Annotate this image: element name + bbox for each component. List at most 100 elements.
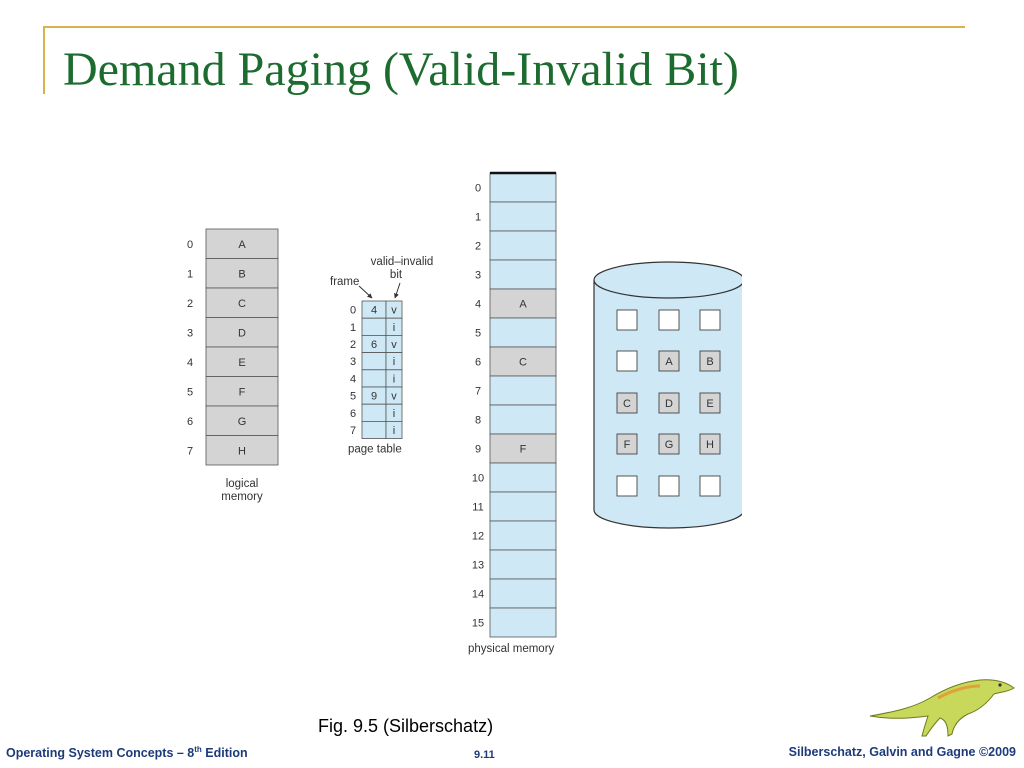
- physical-frame-cell: [489, 462, 557, 493]
- page-table-bit-cell: [385, 420, 403, 439]
- logical-page-label: H: [238, 445, 246, 457]
- physical-frame-index: 2: [475, 241, 481, 253]
- logical-page-cell: [205, 287, 279, 318]
- physical-frame-index: 7: [475, 386, 481, 398]
- physical-frame-label: A: [519, 299, 527, 311]
- page-table-index: 1: [350, 322, 356, 334]
- physical-frame-cell: [489, 375, 557, 406]
- physical-frame-cell: [489, 230, 557, 261]
- disk-block: [616, 350, 638, 372]
- physical-frame-index: 6: [475, 357, 481, 369]
- disk-block-label: B: [706, 356, 713, 368]
- physical-frame-index: 13: [472, 560, 484, 572]
- physical-frame-cell: [489, 404, 557, 435]
- logical-page-index: 7: [187, 445, 193, 457]
- physical-frame-cell: [489, 259, 557, 290]
- page-table-frame-cell: [361, 317, 387, 336]
- disk-block: [616, 392, 638, 414]
- logical-page-label: G: [238, 416, 247, 428]
- physical-frame-cell: [489, 288, 557, 319]
- title-rule-left: [43, 26, 45, 94]
- dinosaur-logo: [869, 679, 1015, 737]
- disk-block-label: C: [623, 398, 631, 410]
- logical-page-cell: [205, 258, 279, 289]
- disk-block: [658, 350, 680, 372]
- logical-memory-label: logical: [226, 478, 259, 490]
- logical-page-label: D: [238, 327, 246, 339]
- disk-block: [616, 475, 638, 497]
- footer-book-title-sup: th: [194, 745, 202, 754]
- page-table-index: 4: [350, 373, 356, 385]
- logical-page-cell: [205, 317, 279, 348]
- physical-frame-cell: [489, 433, 557, 464]
- disk-block-label: D: [665, 398, 673, 410]
- physical-frame-index: 9: [475, 444, 481, 456]
- physical-frame-index: 4: [475, 299, 481, 311]
- logical-page-label: A: [238, 239, 246, 251]
- physical-frame-cell: [489, 491, 557, 522]
- physical-frame-cell: [489, 549, 557, 580]
- disk-block-label: G: [665, 439, 674, 451]
- physical-frame-index: 12: [472, 531, 484, 543]
- physical-frame-index: 15: [472, 618, 484, 630]
- disk-block: [699, 433, 721, 455]
- physical-frame-cell: [489, 607, 557, 638]
- disk-cylinder-top: [593, 261, 742, 299]
- frame-arrow: [358, 285, 373, 299]
- footer-copyright: Silberschatz, Galvin and Gagne ©2009: [788, 745, 1016, 759]
- disk-block: [699, 309, 721, 331]
- page-table-bit-value: i: [393, 322, 395, 334]
- page-table-frame-cell: [361, 352, 387, 371]
- logical-page-index: 0: [187, 239, 193, 251]
- logical-page-cell: [205, 376, 279, 407]
- page-table-index: 7: [350, 425, 356, 437]
- page-table-bit-value: i: [393, 425, 395, 437]
- disk-block: [658, 392, 680, 414]
- physical-frame-index: 8: [475, 415, 481, 427]
- physical-frame-cell: [489, 172, 557, 203]
- logical-page-label: F: [239, 386, 246, 398]
- frame-label: frame: [330, 276, 359, 288]
- logical-page-index: 3: [187, 327, 193, 339]
- logical-page-cell: [205, 228, 279, 259]
- page-table-index: 6: [350, 408, 356, 420]
- page-table-bit-value: i: [393, 373, 395, 385]
- logical-page-label: C: [238, 298, 246, 310]
- physical-frame-index: 0: [475, 183, 481, 195]
- physical-frame-index: 10: [472, 473, 484, 485]
- disk-block-label: H: [706, 439, 714, 451]
- disk-block: [616, 309, 638, 331]
- page-table-bit-value: v: [391, 391, 397, 403]
- page-table-index: 5: [350, 391, 356, 403]
- physical-frame-label: F: [520, 444, 527, 456]
- disk-block: [658, 475, 680, 497]
- physical-frame-index: 14: [472, 589, 484, 601]
- physical-frame-index: 3: [475, 270, 481, 282]
- physical-frame-index: 5: [475, 328, 481, 340]
- page-table-frame-value: 4: [371, 305, 377, 317]
- disk-block: [699, 392, 721, 414]
- title-rule-top: [45, 26, 965, 28]
- footer-page-number: 9.11: [474, 749, 495, 761]
- page-table-bit-value: i: [393, 408, 395, 420]
- physical-memory-label: physical memory: [468, 643, 555, 655]
- valid-invalid-label: valid–invalid: [371, 256, 434, 268]
- physical-frame-index: 1: [475, 212, 481, 224]
- logical-page-index: 1: [187, 268, 193, 280]
- slide-title: Demand Paging (Valid-Invalid Bit): [63, 43, 739, 96]
- footer-book-title-pre: Operating System Concepts – 8: [6, 746, 195, 761]
- physical-frame-cell: [489, 346, 557, 377]
- physical-frame-cell: [489, 201, 557, 232]
- disk-block: [699, 350, 721, 372]
- figure-caption: Fig. 9.5 (Silberschatz): [318, 716, 494, 736]
- disk-block: [699, 475, 721, 497]
- disk-block-label: A: [665, 356, 673, 368]
- logical-page-label: E: [238, 357, 245, 369]
- disk-block: [658, 309, 680, 331]
- logical-page-index: 4: [187, 357, 193, 369]
- footer-book-title-post: Edition: [201, 746, 248, 761]
